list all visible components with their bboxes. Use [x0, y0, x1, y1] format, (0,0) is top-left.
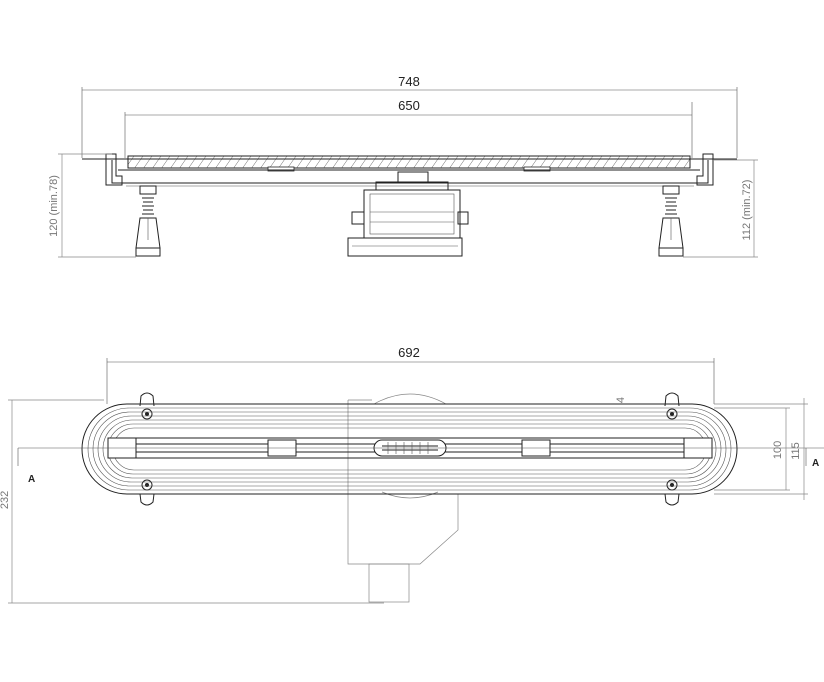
siphon-outlet [347, 171, 469, 257]
side-view: 748 650 [48, 74, 758, 258]
dim-120-label: 120 (min.78) [48, 175, 60, 237]
dim-232-label: 232 [0, 491, 11, 509]
dimension-overall-length: 748 [81, 74, 738, 158]
dimension-widths: 100 115 4 [615, 397, 808, 500]
dim-4-label: 4 [615, 397, 627, 403]
top-view: 692 [0, 345, 824, 604]
outlet-body [347, 393, 459, 603]
dimension-channel-length: 650 [124, 98, 693, 158]
grate-support-left [267, 166, 295, 172]
section-mark-right: A [812, 458, 819, 469]
grate-support-right [523, 166, 551, 172]
dim-748-label: 748 [398, 74, 420, 89]
mounting-lug-top-right [664, 392, 680, 420]
end-cap-right [696, 153, 714, 186]
mounting-lug-bottom-right [664, 479, 680, 506]
grate-section [127, 155, 691, 169]
dim-100-label: 100 [772, 441, 784, 459]
dimension-height-right: 112 (min.72) [683, 159, 758, 258]
mounting-lug-bottom-left [139, 479, 155, 506]
dimension-total-depth: 232 [0, 399, 384, 604]
adjustable-leg-right [658, 185, 684, 257]
dimension-height-left: 120 (min.78) [48, 153, 136, 258]
channel-body [111, 160, 709, 184]
adjustable-leg-left [135, 185, 161, 257]
mounting-lug-top-left [139, 392, 155, 420]
end-cap-left [105, 153, 123, 186]
dim-692-label: 692 [398, 345, 420, 360]
dim-112-label: 112 (min.72) [741, 180, 753, 241]
section-mark-left: A [28, 474, 35, 485]
dimension-grate-length: 692 [106, 345, 715, 404]
dim-115-label: 115 [790, 442, 802, 460]
dim-650-label: 650 [398, 98, 420, 113]
